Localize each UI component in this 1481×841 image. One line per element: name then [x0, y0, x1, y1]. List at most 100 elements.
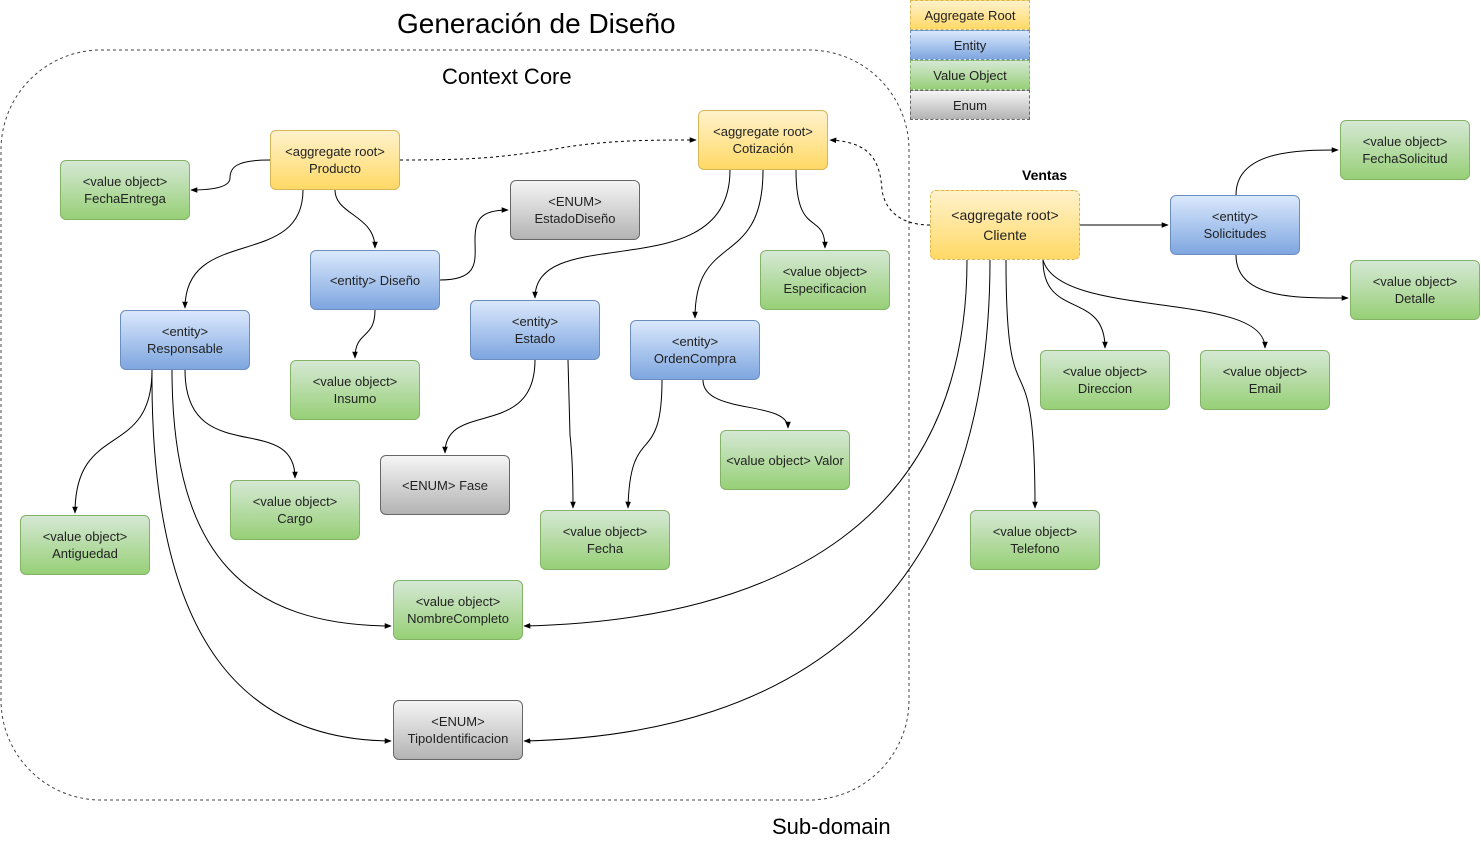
node-name: Responsable — [147, 341, 223, 356]
node-cliente[interactable]: <aggregate root> Cliente — [930, 190, 1080, 260]
node-solicitudes[interactable]: <entity> Solicitudes — [1170, 195, 1300, 255]
edge-responsable-tipoidentificacion — [151, 369, 392, 744]
legend-enum: Enum — [910, 90, 1030, 120]
node-ordencompra[interactable]: <entity> OrdenCompra — [630, 320, 760, 380]
edge-cotizacion-ordencompra — [692, 169, 764, 319]
node-cotizacion[interactable]: <aggregate root> Cotización — [698, 110, 828, 170]
node-stereotype: <entity> — [671, 334, 719, 349]
node-fechaentrega[interactable]: <value object> FechaEntrega — [60, 160, 190, 220]
edge-cliente-nombrecompleto — [523, 259, 968, 629]
edge-estado-fecha — [567, 359, 576, 509]
node-especificacion[interactable]: <value object> Especificacion — [760, 250, 890, 310]
node-name: FechaSolicitud — [1362, 151, 1448, 166]
node-name: Producto — [308, 161, 362, 176]
node-label: <entity> Diseño — [329, 272, 421, 288]
node-stereotype: <value object> — [562, 524, 648, 539]
edge-producto-fechaentrega — [190, 159, 271, 193]
edge-ordencompra-fecha — [625, 379, 663, 509]
node-name: OrdenCompra — [653, 351, 737, 366]
node-producto[interactable]: <aggregate root> Producto — [270, 130, 400, 190]
edge-producto-responsable — [182, 189, 304, 309]
subdomain-label: Sub-domain — [772, 814, 891, 839]
edge-cotizacion-especificacion — [795, 169, 828, 249]
node-stereotype: <value object> — [782, 264, 868, 279]
edge-solicitudes-fechasolicitud — [1235, 147, 1339, 196]
node-stereotype: <aggregate root> — [951, 207, 1059, 223]
node-stereotype: <value object> — [1372, 274, 1458, 289]
node-diseno[interactable]: <entity> Diseño — [310, 250, 440, 310]
node-name: Solicitudes — [1203, 226, 1267, 241]
node-label: <value object> Valor — [726, 452, 844, 468]
node-detalle[interactable]: <value object> Detalle — [1350, 260, 1480, 320]
node-name: Especificacion — [783, 281, 867, 296]
legend-aggregate-root: Aggregate Root — [910, 0, 1030, 30]
node-antiguedad[interactable]: <value object> Antiguedad — [20, 515, 150, 575]
edge-responsable-cargo — [184, 369, 298, 479]
node-name: Fecha — [586, 541, 624, 556]
page-title: Generación de Diseño — [397, 8, 676, 39]
edge-estado-fase — [442, 359, 536, 454]
edge-cliente-cotizacion — [829, 137, 931, 226]
node-stereotype: <entity> — [161, 324, 209, 339]
node-stereotype: <value object> — [1062, 364, 1148, 379]
node-name: Cargo — [277, 511, 313, 526]
node-name: EstadoDiseño — [534, 211, 616, 226]
node-estado[interactable]: <entity> Estado — [470, 300, 600, 360]
node-direccion[interactable]: <value object> Direccion — [1040, 350, 1170, 410]
context-label: Context Core — [442, 64, 572, 89]
edge-cotizacion-estado — [532, 169, 731, 299]
node-name: Email — [1248, 381, 1282, 396]
edge-diseno-insumo — [352, 309, 376, 359]
node-label: <ENUM> Fase — [402, 477, 488, 493]
node-valor[interactable]: <value object> Valor — [720, 430, 850, 490]
node-stereotype: <value object> — [992, 524, 1078, 539]
node-stereotype: <value object> — [42, 529, 128, 544]
edge-cliente-tipoidentificacion — [523, 259, 991, 744]
edge-responsable-antiguedad — [72, 369, 153, 514]
node-name: Antiguedad — [52, 546, 118, 561]
node-stereotype: <ENUM> — [548, 194, 602, 209]
node-stereotype: <aggregate root> — [285, 144, 385, 159]
edge-cliente-email — [1042, 259, 1268, 349]
node-fecha[interactable]: <value object> Fecha — [540, 510, 670, 570]
node-name: NombreCompleto — [407, 611, 509, 626]
node-name: FechaEntrega — [84, 191, 166, 206]
node-cargo[interactable]: <value object> Cargo — [230, 480, 360, 540]
node-fase[interactable]: <ENUM> Fase — [380, 455, 510, 515]
node-stereotype: <value object> — [1222, 364, 1308, 379]
context-core-boundary — [0, 49, 910, 801]
node-name: Cotización — [732, 141, 794, 156]
node-name: Cliente — [983, 227, 1027, 243]
node-stereotype: <entity> — [511, 314, 559, 329]
node-fechasolicitud[interactable]: <value object> FechaSolicitud — [1340, 120, 1470, 180]
node-stereotype: <value object> — [1362, 134, 1448, 149]
node-stereotype: <ENUM> — [431, 714, 485, 729]
edge-ordencompra-valor — [702, 379, 791, 429]
node-stereotype: <entity> — [1211, 209, 1259, 224]
node-responsable[interactable]: <entity> Responsable — [120, 310, 250, 370]
legend-entity: Entity — [910, 30, 1030, 60]
node-stereotype: <value object> — [82, 174, 168, 189]
node-nombrecompleto[interactable]: <value object> NombreCompleto — [393, 580, 523, 640]
node-name: TipoIdentificacion — [407, 731, 509, 746]
node-name: Estado — [514, 331, 556, 346]
node-tipoidentificacion[interactable]: <ENUM> TipoIdentificacion — [393, 700, 523, 760]
node-estadodiseno[interactable]: <ENUM> EstadoDiseño — [510, 180, 640, 240]
legend-value-object: Value Object — [910, 60, 1030, 90]
node-stereotype: <value object> — [312, 374, 398, 389]
ventas-label: Ventas — [1022, 167, 1068, 183]
edge-cliente-direccion — [1042, 259, 1108, 349]
node-email[interactable]: <value object> Email — [1200, 350, 1330, 410]
node-insumo[interactable]: <value object> Insumo — [290, 360, 420, 420]
node-stereotype: <value object> — [252, 494, 338, 509]
edge-solicitudes-detalle — [1235, 254, 1349, 301]
edge-responsable-nombrecompleto — [171, 369, 392, 629]
node-telefono[interactable]: <value object> Telefono — [970, 510, 1100, 570]
edge-producto-diseno — [334, 189, 378, 249]
edge-cliente-telefono — [1005, 259, 1038, 509]
node-name: Telefono — [1010, 541, 1060, 556]
edge-producto-cotizacion — [399, 137, 697, 161]
node-name: Detalle — [1394, 291, 1436, 306]
